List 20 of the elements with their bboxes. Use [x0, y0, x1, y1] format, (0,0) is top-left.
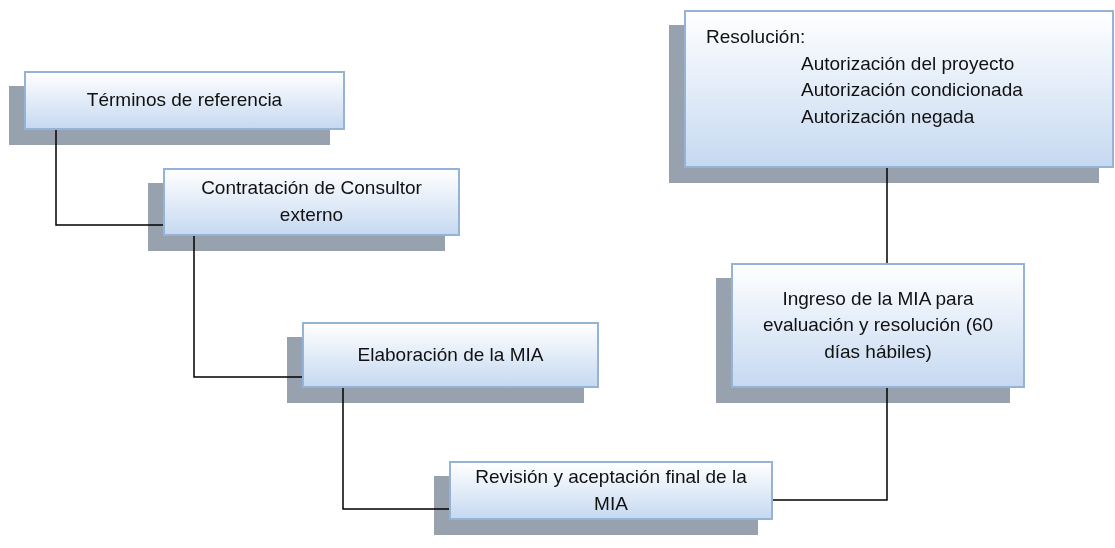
process-box [302, 322, 599, 388]
process-box [24, 71, 345, 130]
process-box [449, 461, 773, 520]
process-box [163, 168, 460, 236]
process-box [684, 10, 1114, 168]
box-heading: Contratación de Consultor externo [200, 176, 423, 227]
box-text: Autorización condicionada [801, 78, 1023, 103]
box-heading: Revisión y aceptación final de la MIA [474, 464, 748, 516]
box-text: Autorización del proyecto [801, 51, 1015, 76]
box-heading: Resolución: [706, 25, 806, 49]
box-heading: Ingreso de la MIA para evaluación y resolución (60 días hábiles) [761, 286, 995, 364]
process-box [731, 263, 1025, 388]
box-heading: Elaboración de la MIA [357, 342, 544, 367]
connector-line [193, 235, 303, 378]
box-heading: Términos de referencia [86, 88, 283, 113]
connector-line [772, 387, 888, 501]
box-text: Autorización negada [801, 104, 975, 129]
connector-line [886, 167, 888, 264]
connector-line [342, 387, 450, 510]
connector-line [55, 129, 164, 226]
